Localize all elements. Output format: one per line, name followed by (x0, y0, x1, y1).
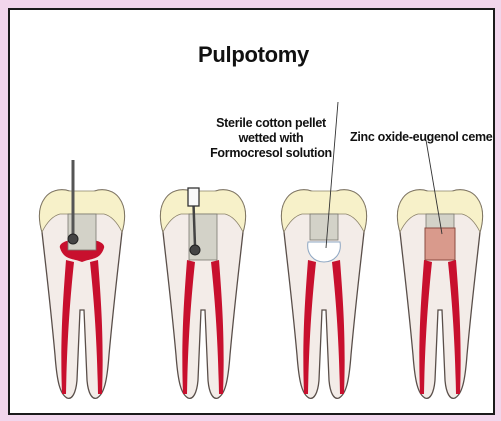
tooth-illustrations (10, 10, 495, 415)
temporary-seal (310, 214, 338, 240)
round-bur-icon (68, 234, 78, 244)
round-bur-icon (190, 245, 200, 255)
tooth-stage-4 (398, 140, 483, 398)
bur-handpiece (188, 188, 199, 206)
tooth-stage-1 (40, 160, 125, 398)
diagram-frame: Pulpotomy Sterile cotton pellet wetted w… (8, 8, 495, 415)
tooth-stage-2 (161, 188, 246, 398)
zoe-cement (425, 228, 455, 260)
tooth-stage-3 (282, 102, 367, 398)
